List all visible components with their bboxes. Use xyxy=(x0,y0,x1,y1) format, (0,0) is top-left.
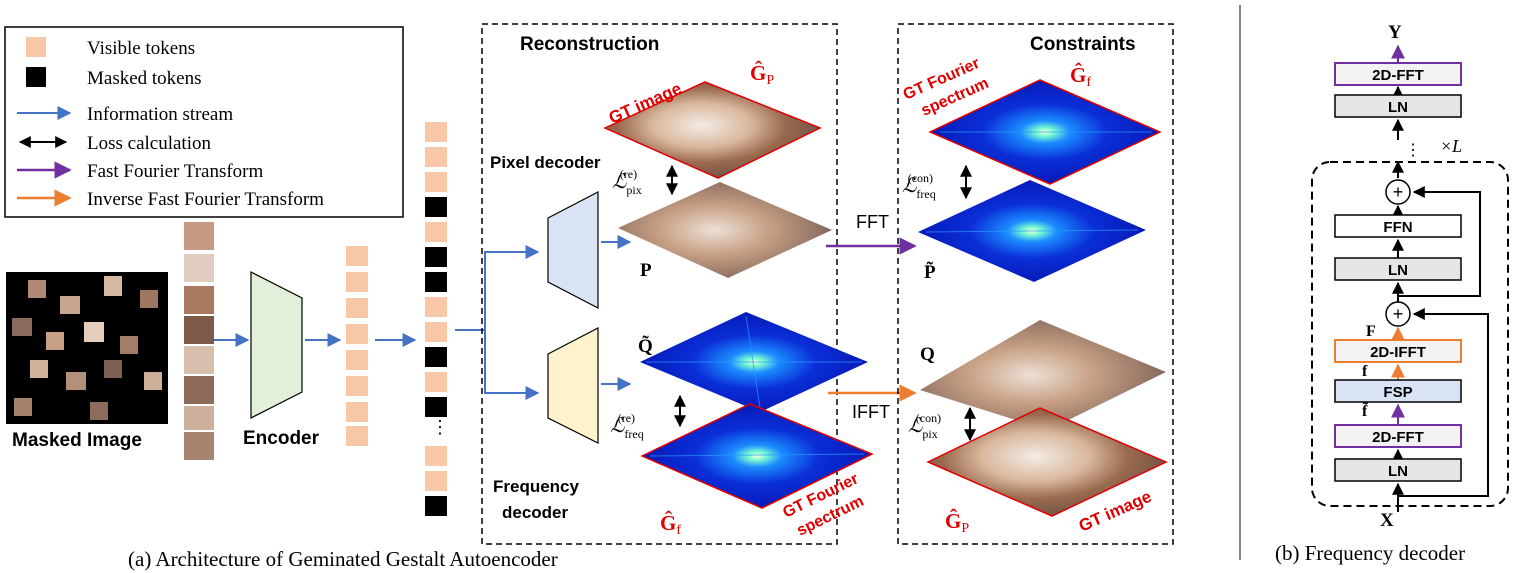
g-p-label-top: ĜP xyxy=(750,60,774,88)
g-f-label-bottom: Ĝf xyxy=(660,510,681,538)
fft-bottom-block xyxy=(1334,424,1462,448)
loss-pix-con: ℒpix(con) xyxy=(908,411,941,441)
svg-text:⋮: ⋮ xyxy=(431,417,449,437)
loss-pix-re: ℒpix(re) xyxy=(612,167,642,197)
encoder-label: Encoder xyxy=(243,428,320,449)
legend-visible-tokens: Visible tokens xyxy=(87,38,195,59)
g-p-label-bottom: ĜP xyxy=(945,508,969,536)
encoder-block xyxy=(250,271,303,419)
ln-mid-block xyxy=(1334,257,1462,281)
ifft-label: 2D-IFFT xyxy=(1370,344,1426,361)
fft-arrow-label: FFT xyxy=(856,212,889,232)
caption-b: (b) Frequency decoder xyxy=(1275,541,1465,565)
q-label: Q xyxy=(920,344,935,365)
svg-text:⋮: ⋮ xyxy=(1405,142,1421,159)
ln-top-block xyxy=(1334,94,1462,118)
q-tilde-label: Q̃ xyxy=(638,336,653,357)
ln-top-label: LN xyxy=(1388,99,1408,116)
pixel-prediction-p xyxy=(618,182,832,278)
f-label: f xyxy=(1362,363,1368,380)
legend-ifft: Inverse Fast Fourier Transform xyxy=(87,189,324,210)
fft-bottom-label: 2D-FFT xyxy=(1372,429,1424,446)
frequency-decoder-label-1: Frequency xyxy=(493,477,580,496)
f-tilde-label: f̃ xyxy=(1362,400,1369,420)
frequency-decoder-diagram: Y 2D-FFT LN ⋮ ×L + FFN LN + F 2D-IFFT f xyxy=(1311,22,1509,531)
constraints-box xyxy=(897,23,1174,545)
legend-information-stream: Information stream xyxy=(87,104,233,125)
fft-top-block xyxy=(1334,62,1462,86)
p-tilde-label: P̃ xyxy=(924,262,936,283)
masked-image xyxy=(6,272,168,424)
repeat-label: ×L xyxy=(1440,136,1462,156)
fsp-label: FSP xyxy=(1383,384,1412,401)
reconstruction-title: Reconstruction xyxy=(520,34,659,55)
gt-fourier-spectrum-bottom xyxy=(640,403,874,509)
input-x-label: X xyxy=(1380,510,1394,531)
full-token-column: ⋮ xyxy=(425,122,449,516)
repeat-block xyxy=(1311,161,1509,507)
reconstruction-box xyxy=(481,23,838,545)
legend-fft: Fast Fourier Transform xyxy=(87,161,264,182)
ffn-block xyxy=(1334,214,1462,238)
ifft-block xyxy=(1334,339,1462,363)
frequency-decoder-label-2: decoder xyxy=(502,503,569,522)
caption-a: (a) Architecture of Geminated Gestalt Au… xyxy=(128,547,558,571)
legend: Visible tokens Masked tokens Information… xyxy=(4,26,404,218)
legend-box xyxy=(4,26,404,218)
p-label: P xyxy=(640,260,652,281)
ifft-of-prediction-q xyxy=(920,320,1166,430)
visible-patches xyxy=(184,222,214,460)
gt-image-bottom xyxy=(926,407,1168,517)
legend-masked-tokens: Masked tokens xyxy=(87,68,202,89)
masked-image-label: Masked Image xyxy=(12,430,142,451)
F-label: F xyxy=(1366,323,1376,340)
constraints-title: Constraints xyxy=(1030,34,1136,55)
ifft-arrow-label: IFFT xyxy=(852,402,890,422)
ln-mid-label: LN xyxy=(1388,262,1408,279)
loss-freq-con: ℒfreq(con) xyxy=(902,171,936,201)
output-y-label: Y xyxy=(1388,22,1402,43)
fft-top-label: 2D-FFT xyxy=(1372,67,1424,84)
fsp-block xyxy=(1334,379,1462,403)
visible-token-column xyxy=(346,246,368,446)
loss-freq-re: ℒfreq(re) xyxy=(610,411,644,441)
legend-loss-calculation: Loss calculation xyxy=(87,133,211,154)
g-f-label-top: Ĝf xyxy=(1070,62,1091,90)
svg-text:+: + xyxy=(1393,182,1404,202)
visible-token-swatch xyxy=(26,37,46,57)
add-bottom xyxy=(1385,301,1411,327)
pixel-decoder-block xyxy=(547,191,599,309)
add-top xyxy=(1385,179,1411,205)
frequency-decoder-block xyxy=(547,327,599,444)
ffn-label: FFN xyxy=(1383,219,1412,236)
gt-image-top xyxy=(603,81,822,179)
svg-text:+: + xyxy=(1393,304,1404,324)
pixel-decoder-label: Pixel decoder xyxy=(490,153,601,172)
ln-bottom-block xyxy=(1334,458,1462,482)
masked-token-swatch xyxy=(26,67,46,87)
ln-bottom-label: LN xyxy=(1388,463,1408,480)
